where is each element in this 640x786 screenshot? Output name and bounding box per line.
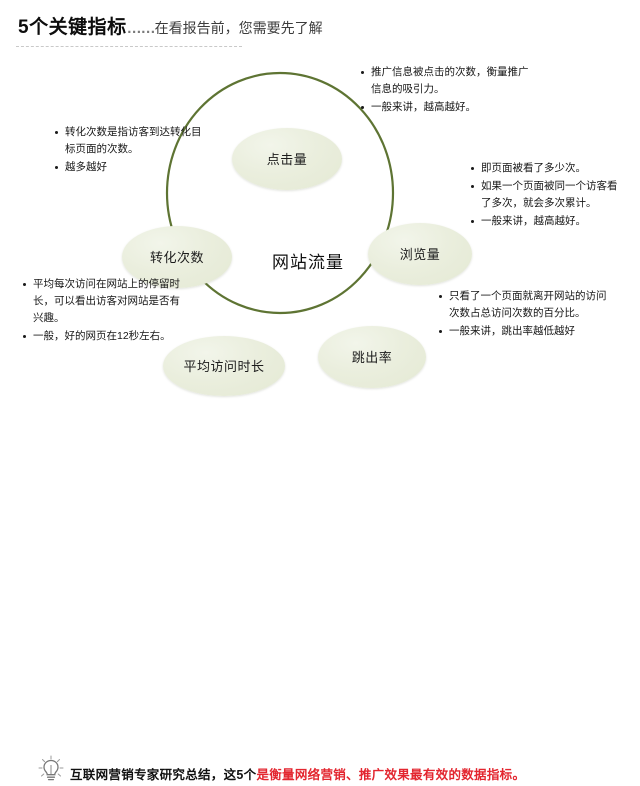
note-conversions-item: 越多越好: [54, 159, 204, 176]
note-clicks: 推广信息被点击的次数，衡量推广信息的吸引力。 一般来讲，越高越好。: [360, 64, 532, 117]
node-pageviews[interactable]: 浏览量: [368, 223, 472, 285]
cycle-diagram: 点击量 浏览量 跳出率 平均访问时长 转化次数 网站流量 推广信息被点击的次数，…: [0, 48, 640, 396]
node-clicks-label: 点击量: [266, 151, 308, 167]
footer-note-plain: 互联网营销专家研究总结，这5个: [70, 768, 257, 782]
node-clicks[interactable]: 点击量: [232, 128, 342, 190]
note-pageviews: 即页面被看了多少次。 如果一个页面被同一个访客看了多次，就会多次累计。 一般来讲…: [470, 160, 620, 231]
node-bounce-rate-label: 跳出率: [351, 349, 393, 365]
node-conversions-label: 转化次数: [149, 249, 204, 265]
node-conversions[interactable]: 转化次数: [122, 226, 232, 288]
node-bounce-rate[interactable]: 跳出率: [318, 326, 426, 388]
node-avg-duration[interactable]: 平均访问时长: [163, 336, 285, 396]
node-avg-duration-label: 平均访问时长: [183, 358, 265, 374]
node-pageviews-label: 浏览量: [399, 246, 441, 262]
page-footer: 互联网营销专家研究总结，这5个是衡量网络营销、推广效果最有效的数据指标。: [0, 372, 640, 782]
note-conversions: 转化次数是指访客到达转化目标页面的次数。 越多越好: [54, 124, 204, 177]
ring-circle: [165, 71, 395, 315]
note-clicks-item: 推广信息被点击的次数，衡量推广信息的吸引力。: [360, 64, 532, 98]
page-title-strong: 5个关键指标: [18, 17, 127, 38]
note-avg-duration: 平均每次访问在网站上的停留时长，可以看出访客对网站是否有兴趣。 一般，好的网页在…: [22, 276, 190, 346]
diagram-center-label: 网站流量: [272, 253, 344, 272]
note-bounce-rate-item: 一般来讲，跳出率越低越好: [438, 323, 614, 340]
note-pageviews-item: 一般来讲，越高越好。: [470, 213, 620, 230]
note-pageviews-item: 如果一个页面被同一个访客看了多次，就会多次累计。: [470, 178, 620, 212]
page-title-subtitle: 在看报告前，您需要先了解: [154, 20, 323, 36]
note-pageviews-item: 即页面被看了多少次。: [470, 160, 620, 177]
note-avg-duration-item: 平均每次访问在网站上的停留时长，可以看出访客对网站是否有兴趣。: [22, 276, 190, 327]
title-divider: [16, 46, 242, 47]
note-avg-duration-item: 一般，好的网页在12秒左右。: [22, 328, 190, 345]
page-header: 5个关键指标……在看报告前，您需要先了解: [0, 0, 640, 52]
footer-note: 互联网营销专家研究总结，这5个是衡量网络营销、推广效果最有效的数据指标。: [70, 764, 525, 783]
page-title-dots: ……: [126, 20, 156, 37]
lightbulb-icon: [38, 755, 64, 781]
page-title: 5个关键指标……在看报告前，您需要先了解: [18, 12, 323, 39]
note-conversions-item: 转化次数是指访客到达转化目标页面的次数。: [54, 124, 204, 158]
note-bounce-rate-item: 只看了一个页面就离开网站的访问次数占总访问次数的百分比。: [438, 288, 614, 322]
note-clicks-item: 一般来讲，越高越好。: [360, 99, 532, 116]
ring-path: [165, 71, 395, 315]
note-bounce-rate: 只看了一个页面就离开网站的访问次数占总访问次数的百分比。 一般来讲，跳出率越低越…: [438, 288, 614, 341]
footer-note-highlight: 是衡量网络营销、推广效果最有效的数据指标。: [256, 768, 526, 782]
